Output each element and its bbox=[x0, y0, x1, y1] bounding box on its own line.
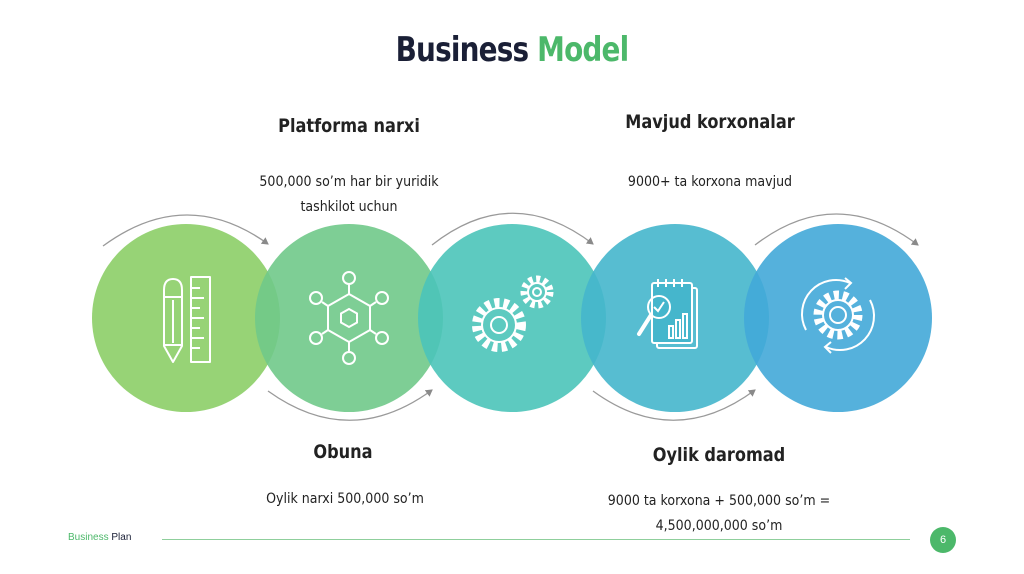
platforma-line-1: 500,000 so’m har bir yuridik bbox=[259, 174, 439, 190]
mavjud-heading: Mavjud korxonalar bbox=[625, 111, 795, 133]
circle-2 bbox=[255, 224, 443, 412]
obuna-line-1: Oylik narxi 500,000 so’m bbox=[266, 491, 424, 507]
obuna-heading: Obuna bbox=[313, 441, 373, 463]
oylik-heading: Oylik daromad bbox=[652, 444, 786, 466]
footer-brand-word-2: Plan bbox=[111, 532, 132, 543]
oylik-line-2: 4,500,000,000 so’m bbox=[655, 518, 783, 534]
title-word-1: Business bbox=[395, 30, 529, 70]
oylik-line-1: 9000 ta korxona + 500,000 so’m = bbox=[607, 493, 831, 509]
title-word-2: Model bbox=[537, 30, 629, 70]
arc-arrow-4 bbox=[267, 389, 433, 421]
circle-3 bbox=[418, 224, 606, 412]
circle-5 bbox=[744, 224, 932, 412]
report-analysis-icon bbox=[637, 279, 698, 349]
platforma-description: 500,000 so’m har bir yuridik tashkilot u… bbox=[232, 170, 466, 220]
arc-arrow-1 bbox=[102, 214, 269, 247]
arc-arrow-5 bbox=[592, 389, 756, 421]
obuna-description: Oylik narxi 500,000 so’m bbox=[237, 487, 453, 512]
footer-brand: Business Plan bbox=[68, 532, 131, 543]
mavjud-description: 9000+ ta korxona mavjud bbox=[602, 170, 818, 195]
pencil-ruler-icon bbox=[163, 276, 211, 363]
arc-arrow-2 bbox=[431, 212, 594, 246]
page-title: Business Model bbox=[92, 30, 932, 70]
page-number-badge: 6 bbox=[930, 527, 956, 553]
mavjud-line-1: 9000+ ta korxona mavjud bbox=[627, 174, 793, 190]
platforma-heading: Platforma narxi bbox=[278, 115, 420, 137]
footer-divider bbox=[162, 539, 910, 540]
network-hexagon-icon bbox=[309, 271, 389, 365]
arc-arrow-3 bbox=[754, 213, 919, 246]
oylik-description: 9000 ta korxona + 500,000 so’m = 4,500,0… bbox=[602, 489, 836, 539]
footer-brand-word-1: Business bbox=[68, 532, 109, 543]
circle-1 bbox=[92, 224, 280, 412]
gears-icon bbox=[472, 275, 554, 352]
gear-cycle-icon bbox=[801, 277, 875, 354]
platforma-line-2: tashkilot uchun bbox=[300, 199, 398, 215]
